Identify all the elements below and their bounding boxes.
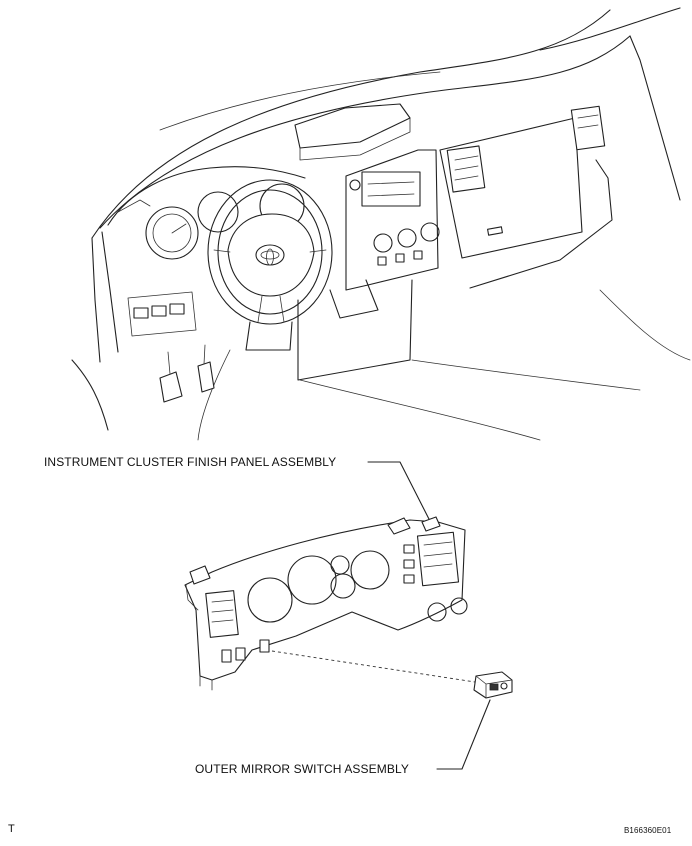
panel-switch-hole-2	[235, 647, 246, 661]
panel-left-vent-slat-3	[211, 619, 234, 623]
panel-opening-right	[350, 550, 390, 590]
door-edge	[101, 231, 119, 353]
panel-left-vent-slat-2	[211, 609, 234, 613]
glovebox-handle	[487, 226, 503, 236]
steering-wheel-rim-inner	[217, 189, 323, 315]
steering-wheel-rim	[207, 179, 333, 325]
cluster-hood-arc	[107, 166, 306, 226]
finish-panel-bottom-lip	[199, 675, 213, 691]
hvac-btn-1	[377, 256, 387, 266]
vent-slat-1	[454, 155, 479, 161]
left-switch-2	[151, 305, 167, 317]
floor-line-1	[299, 379, 541, 441]
speedometer	[145, 206, 199, 260]
left-switch-1	[133, 307, 149, 319]
mirror-switch-selector	[489, 683, 499, 691]
outer-mirror-switch	[473, 671, 513, 699]
panel-right-vent-slat-3	[423, 563, 453, 568]
hvac-knob-3	[420, 222, 440, 242]
outer-vent-slat-2	[577, 124, 599, 129]
toyota-emblem-icon	[255, 244, 285, 266]
left-vent-slot	[117, 199, 151, 213]
cluster-panel-label: INSTRUMENT CLUSTER FINISH PANEL ASSEMBLY	[44, 455, 337, 469]
panel-right-vent	[416, 531, 460, 587]
floor-line-4	[599, 289, 691, 361]
left-mount-tab	[189, 565, 211, 585]
callout-leaders	[271, 461, 491, 770]
hvac-btn-3	[413, 250, 423, 260]
tachometer	[197, 191, 239, 233]
mirror-switch-leader	[436, 699, 491, 770]
cluster-panel-leader	[367, 461, 433, 526]
panel-opening-center	[287, 555, 337, 605]
panel-right-switch-1	[403, 544, 415, 554]
floor-line-2	[411, 359, 641, 391]
right-center-vent	[446, 145, 486, 193]
panel-left-vent-slat-1	[211, 599, 234, 603]
panel-knob-2	[450, 597, 468, 615]
center-console	[297, 279, 413, 381]
dashboard-illustration	[71, 7, 691, 441]
speedometer-inner	[152, 213, 192, 253]
a-pillar	[91, 237, 101, 363]
panel-right-vent-slat-1	[423, 541, 453, 546]
panel-right-vent-slat-2	[423, 552, 453, 557]
corner-mark: T	[8, 823, 15, 835]
hvac-knob-1	[373, 233, 393, 253]
audio-buttons	[367, 181, 415, 185]
vent-slat-2	[454, 165, 479, 171]
panel-knob-1	[427, 602, 447, 622]
lower-right-dash	[469, 159, 613, 289]
panel-opening-speedometer	[247, 577, 293, 623]
audio-unit	[361, 171, 421, 207]
install-dashed-line	[271, 650, 476, 683]
panel-right-switch-2	[403, 559, 415, 569]
panel-left-vent	[205, 590, 239, 638]
audio-knob	[349, 179, 361, 191]
top-mount-tab-2	[421, 516, 441, 532]
panel-switch-hole-1	[221, 649, 232, 663]
left-lower-panel	[127, 291, 197, 337]
defrost-line	[159, 71, 441, 131]
steering-column	[245, 321, 293, 351]
console-tray	[329, 279, 379, 319]
speedometer-needle	[171, 223, 187, 234]
finish-panel-assembly	[184, 516, 468, 691]
hvac-btn-2	[395, 253, 405, 263]
windshield-edge	[91, 9, 611, 239]
outer-vent-slat-1	[577, 114, 599, 119]
accelerator-pedal	[197, 361, 215, 393]
mirror-switch-knob	[500, 682, 508, 690]
figure-code: B166360E01	[624, 826, 672, 835]
panel-opening-tiny	[330, 555, 350, 575]
pedal-arms	[167, 344, 206, 375]
mirror-switch-edges	[475, 675, 513, 699]
floor-line-3	[197, 349, 231, 441]
dash-top-front	[99, 35, 631, 229]
windshield-top-right	[539, 7, 681, 51]
dash-right-side	[629, 35, 681, 201]
panel-right-switch-3	[403, 574, 415, 584]
mirror-switch-label: OUTER MIRROR SWITCH ASSEMBLY	[195, 762, 409, 776]
center-stack	[345, 149, 439, 291]
top-mount-tab-1	[387, 517, 411, 535]
panel-switch-hole-3	[259, 639, 270, 653]
brake-pedal	[159, 371, 183, 403]
steering-spokes	[213, 249, 327, 323]
vent-slat-3	[454, 175, 479, 181]
right-outer-vent	[570, 105, 606, 151]
door-sill	[71, 359, 109, 431]
center-display-hood	[294, 103, 411, 149]
center-hood-face	[299, 117, 411, 161]
finish-panel-edge-left	[185, 584, 199, 611]
audio-buttons-2	[367, 193, 415, 197]
left-switch-3	[169, 303, 185, 315]
hvac-knob-2	[397, 228, 417, 248]
steering-hub	[227, 213, 315, 297]
